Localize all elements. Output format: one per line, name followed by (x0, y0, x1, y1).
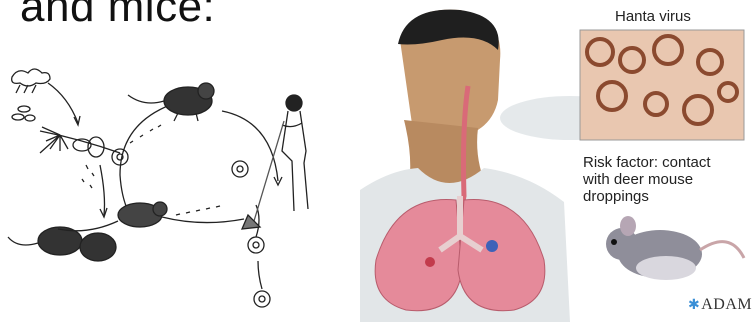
slide-heading: and mice: (20, 0, 215, 32)
virus-micrograph (580, 30, 744, 140)
mouse-bottom-icon (8, 202, 244, 261)
transmission-cycle-svg (0, 55, 345, 315)
brand-text: ADAM (701, 296, 752, 313)
mouse-top-icon (128, 83, 214, 121)
risk-factor-label: Risk factor: contact with deer mouse dro… (583, 154, 711, 205)
cloud-icon (12, 69, 50, 86)
deer-mouse-illustration (606, 216, 744, 280)
transmission-cycle-drawing (0, 55, 345, 315)
star-icon: ✱ (688, 298, 700, 313)
virus-label: Hanta virus (615, 8, 691, 25)
brand-logo: ✱ADAM (688, 296, 752, 314)
